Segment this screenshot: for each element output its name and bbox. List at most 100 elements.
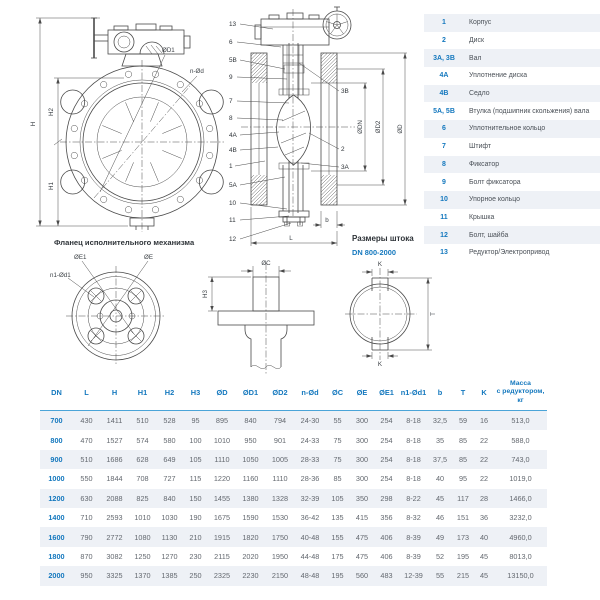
dim-cell: 44-48 (300, 551, 320, 561)
dim-cell: 22 (479, 435, 489, 445)
dim-cell: 36 (479, 513, 489, 523)
dim-cell: 1950 (271, 551, 289, 561)
dim-cell: 901 (273, 435, 287, 445)
dim-cell: 55 (333, 416, 342, 426)
callout-6: 6 (229, 39, 233, 46)
label-h3: H3 (202, 289, 209, 297)
front-view-drawing: H H2 H1 ØD1 n-Ød (30, 17, 224, 232)
dim-cell: 300 (355, 474, 369, 484)
dim-l-label: L (289, 235, 293, 242)
legend-item-number: 8 (442, 160, 446, 168)
legend-item-label: Втулка (подшипник скольжения) вала (469, 107, 590, 115)
column-header: K (481, 388, 487, 397)
dim-cell: 825 (136, 493, 149, 503)
dim-cell: 1050 (242, 454, 259, 464)
dim-cell: 1010 (134, 513, 151, 523)
dim-cell: 35 (435, 435, 445, 445)
dim-cell: 40 (435, 474, 445, 484)
dim-cell: 1250 (134, 551, 151, 561)
dim-cell: 8-22 (406, 493, 421, 503)
dn-cell: 700 (50, 416, 63, 426)
dim-cell: 8-18 (406, 416, 421, 426)
legend-item-number: 6 (442, 125, 446, 133)
column-header: ØC (331, 388, 344, 397)
legend-item-number: 4В (439, 90, 449, 98)
dim-cell: 8-39 (406, 551, 421, 561)
dim-cell: 3082 (106, 551, 123, 561)
dim-cell: 75 (333, 435, 342, 445)
legend-row: 6 Уплотнительное кольцо (424, 120, 600, 138)
dim-cell: 1411 (106, 416, 123, 426)
dim-cell: 8-18 (406, 474, 421, 484)
dim-cell: 48-48 (300, 571, 320, 581)
dim-cell: 150 (189, 493, 202, 503)
dim-cell: 1005 (271, 454, 289, 464)
dim-cell: 1019,0 (509, 474, 532, 484)
dim-cell: 75 (333, 454, 342, 464)
dn-cell: 1000 (48, 474, 65, 484)
callout-9: 9 (229, 74, 233, 81)
dim-cell: 510 (136, 416, 149, 426)
dim-cell: 195 (331, 571, 344, 581)
dim-cell: 1466,0 (509, 493, 532, 503)
dim-cell: 1750 (271, 532, 289, 542)
dim-cell: 1675 (213, 513, 231, 523)
dim-cell: 550 (80, 474, 93, 484)
callout-11: 11 (229, 217, 236, 224)
dim-cell: 8013,0 (509, 551, 532, 561)
dim-cell: 588,0 (511, 435, 530, 445)
legend-item-number: 3А, 3В (433, 54, 455, 62)
label-k-bottom: K (378, 361, 383, 368)
dim-cell: 1385 (161, 571, 178, 581)
dim-cell: 950 (244, 435, 257, 445)
legend-item-label: Болт фиксатора (469, 178, 521, 186)
dim-h-label: H (30, 122, 37, 126)
dim-cell: 22 (479, 474, 489, 484)
dim-cell: 300 (355, 416, 369, 426)
dim-cell: 708 (136, 474, 149, 484)
legend-item-label: Уплотнительное кольцо (469, 125, 546, 133)
dn-cell: 1400 (48, 513, 65, 523)
column-header: n-Ød (301, 388, 319, 397)
dim-cell: 46 (435, 513, 445, 523)
column-header: ØE1 (379, 388, 394, 397)
dim-cell: 85 (458, 435, 468, 445)
callout-4a: 4А (229, 132, 238, 139)
column-header: H (111, 388, 118, 397)
dim-cell: 8-39 (406, 532, 421, 542)
dim-cell: 470 (80, 435, 93, 445)
dim-cell: 115 (189, 474, 202, 484)
stem-heading: Размеры штока (352, 234, 414, 243)
legend-item-number: 5А, 5В (433, 107, 455, 115)
dim-cell: 513,0 (511, 416, 530, 426)
dim-cell: 254 (380, 454, 393, 464)
label-e1: ØE1 (74, 254, 87, 261)
dim-cell: 215 (456, 571, 470, 581)
dim-cell: 2772 (106, 532, 123, 542)
legend-item-label: Упорное кольцо (469, 196, 520, 204)
dim-cell: 210 (189, 532, 202, 542)
dim-cell: 4960,0 (509, 532, 532, 542)
callout-1: 1 (229, 163, 233, 170)
label-n-od: n-Ød (190, 68, 204, 75)
dn-cell: 1200 (48, 493, 65, 503)
dim-cell: 32,5 (432, 416, 448, 426)
column-header: ØE (356, 388, 368, 397)
dim-cell: 28-33 (300, 454, 320, 464)
callout-13: 13 (229, 21, 237, 28)
dim-cell: 727 (163, 474, 176, 484)
dim-cell: 36-42 (300, 513, 320, 523)
dim-cell: 1010 (213, 435, 231, 445)
column-header: ØD2 (272, 388, 288, 397)
dim-cell: 175 (331, 551, 344, 561)
